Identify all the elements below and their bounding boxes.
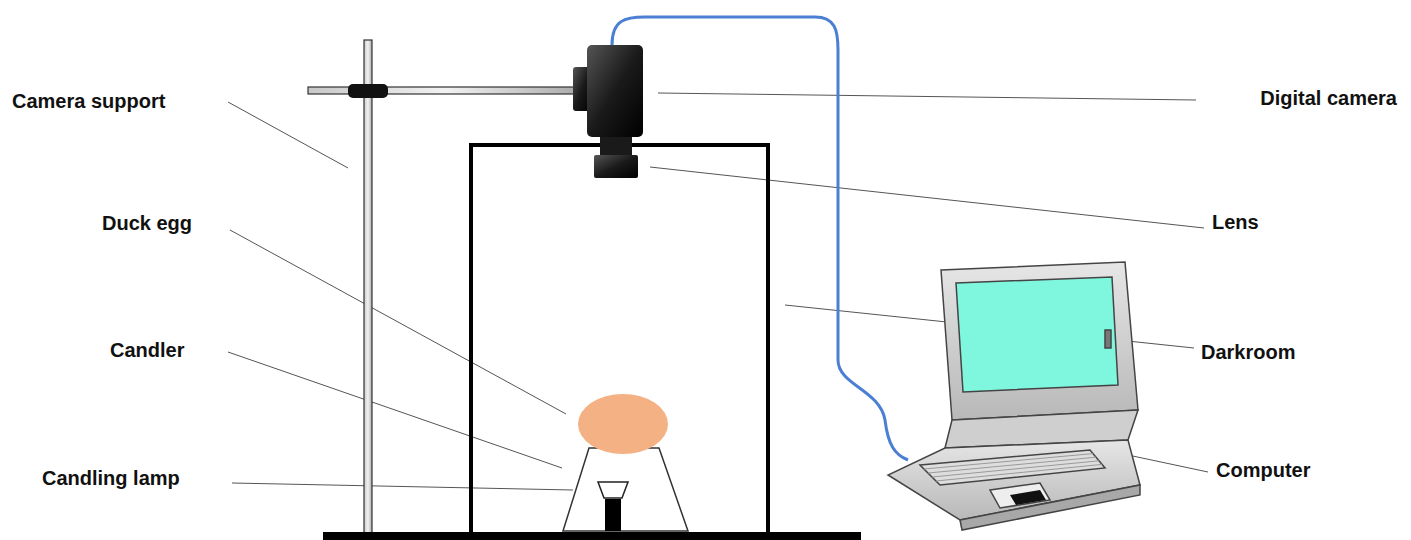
part-label: Darkroom	[1199, 340, 1297, 364]
key-row	[932, 461, 1099, 477]
laptop-screen	[956, 277, 1118, 392]
lamp-stem	[605, 499, 621, 531]
part-label: Candler	[108, 338, 186, 362]
lens-ring	[600, 137, 632, 155]
leader-lines	[228, 93, 1208, 490]
part-label: Digital camera	[1258, 86, 1399, 110]
usb-cable	[612, 17, 908, 460]
lens	[594, 155, 638, 178]
laptop	[888, 262, 1140, 530]
laptop-lid	[941, 262, 1138, 420]
laptop-port	[1105, 330, 1111, 348]
support-clamp	[348, 84, 388, 98]
leader-line	[228, 352, 562, 468]
duck-egg	[578, 394, 668, 454]
keyboard-keys	[924, 454, 1102, 481]
leader-line	[232, 483, 573, 490]
base-plate	[323, 532, 861, 540]
support-pole	[364, 40, 372, 534]
laptop-edge	[960, 485, 1140, 530]
part-label: Computer	[1214, 458, 1312, 482]
touchpad-button	[1010, 490, 1046, 505]
leader-line	[1128, 455, 1208, 472]
camera-body	[587, 45, 643, 137]
key-row	[928, 457, 1096, 473]
part-label: Lens	[1210, 210, 1261, 234]
laptop-keyboard	[920, 450, 1105, 485]
key-row	[936, 464, 1102, 481]
key-row	[924, 454, 1093, 469]
lamp-cup	[598, 482, 628, 498]
laptop-base	[888, 440, 1140, 520]
part-label: Candling lamp	[40, 466, 182, 490]
leader-line	[230, 230, 566, 414]
leader-line	[228, 102, 348, 168]
part-label: Camera support	[10, 89, 167, 113]
leader-line	[650, 167, 1204, 228]
part-label: Duck egg	[100, 211, 194, 235]
candler	[563, 448, 688, 531]
darkroom-box	[471, 145, 768, 535]
leader-line	[658, 93, 1196, 100]
